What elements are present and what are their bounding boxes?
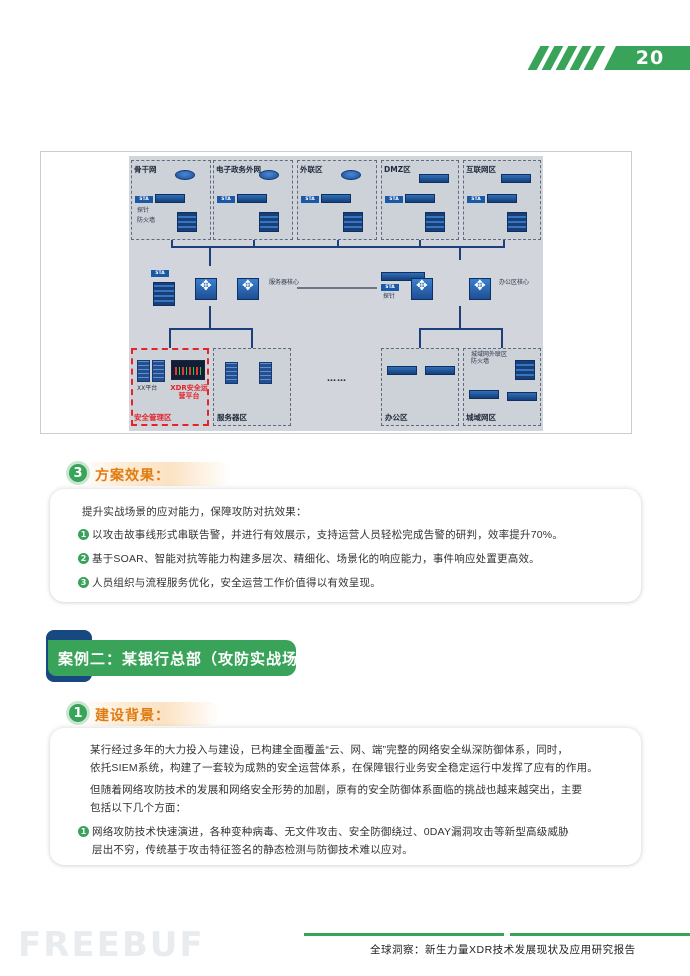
firewall-label: 防火墙	[137, 217, 156, 224]
list-item: 基于SOAR、智能对抗等能力构建多层次、精细化、场景化的响应能力，事件响应处置更…	[92, 553, 540, 565]
router-icon	[341, 170, 361, 180]
server-icon	[225, 362, 238, 384]
list-number-badge: 2	[78, 553, 89, 564]
zone-label-dmz: DMZ区	[384, 165, 411, 174]
zone-label-office: 办公区	[385, 413, 408, 422]
switch-icon	[419, 174, 449, 183]
ellipsis: ……	[327, 374, 347, 384]
switch-icon	[487, 194, 517, 203]
switch-icon	[155, 194, 185, 203]
core-switch-icon	[411, 278, 433, 300]
background-para-line: 某行经过多年的大力投入与建设，已构建全面覆盖“云、网、端”完整的网络安全纵深防御…	[90, 744, 569, 756]
firewall-icon	[343, 212, 363, 232]
probe-label: 探针	[383, 293, 396, 300]
switch-icon	[405, 194, 435, 203]
sta-probe-icon: STA	[135, 196, 153, 203]
background-card	[50, 728, 641, 865]
list-number-badge: 3	[78, 577, 89, 588]
server-icon	[259, 362, 272, 384]
results-card	[50, 489, 641, 602]
core-switch-icon	[195, 278, 217, 300]
sta-probe-icon: STA	[385, 196, 403, 203]
footer-rule	[304, 933, 504, 936]
sta-probe-icon: STA	[467, 196, 485, 203]
report-title: 全球洞察：新生力量XDR技术发展现状及应用研究报告	[370, 944, 636, 956]
metro-firewall-label: 城域网外联区防火墙	[471, 351, 508, 365]
sta-probe-icon: STA	[217, 196, 235, 203]
zone-office	[381, 348, 459, 426]
core-link-line	[297, 287, 377, 289]
server-core-label: 服务器核心	[269, 279, 300, 286]
firewall-icon	[177, 212, 197, 232]
router-icon	[259, 170, 279, 180]
list-item: 以攻击故事线形式串联告警，并进行有效展示，支持运营人员轻松完成告警的研判，效率提…	[92, 529, 564, 541]
monitor-icon	[171, 360, 205, 380]
switch-icon	[425, 366, 455, 375]
list-number-badge: 1	[78, 826, 89, 837]
core-switch-icon	[469, 278, 491, 300]
case-title: 案例二：某银行总部（攻防实战场景）	[48, 640, 329, 676]
probe-label: 探针	[137, 207, 150, 214]
header-stripes	[527, 46, 610, 70]
server-icon	[152, 360, 165, 382]
section-number-badge: 3	[66, 461, 90, 485]
firewall-icon	[515, 360, 535, 380]
list-item: 人员组织与流程服务优化，安全运营工作价值得以有效呈现。	[92, 577, 381, 589]
router-icon	[175, 170, 195, 180]
firewall-icon	[507, 212, 527, 232]
section-title-band	[80, 702, 220, 726]
list-number-badge: 1	[78, 529, 89, 540]
background-para-line: 包括以下几个方面：	[90, 802, 187, 814]
footer-rule	[510, 933, 690, 936]
background-para-line: 但随着网络攻防技术的发展和网络安全形势的加剧，原有的安全防御体系面临的挑战也越来…	[90, 784, 583, 796]
list-item-line: 网络攻防技术快速演进，各种变种病毒、无文件攻击、安全防御绕过、0DAY漏洞攻击等…	[92, 826, 569, 838]
zone-label-server: 服务器区	[217, 413, 247, 422]
xdr-platform-label: XDR安全运营平台	[170, 384, 208, 400]
sta-probe-icon: STA	[301, 196, 319, 203]
sta-probe-icon: STA	[151, 270, 169, 277]
section-title: 方案效果：	[95, 467, 170, 483]
firewall-icon	[425, 212, 445, 232]
section-number-badge: 1	[66, 701, 90, 725]
zone-label-backbone: 骨干网	[134, 165, 157, 174]
zone-label-extranet: 外联区	[300, 165, 323, 174]
switch-icon	[469, 390, 499, 399]
switch-icon	[321, 194, 351, 203]
section-title: 建设背景：	[95, 707, 170, 723]
switch-icon	[381, 272, 425, 281]
freebuf-watermark: FREEBUF	[18, 925, 205, 965]
firewall-icon	[153, 282, 175, 306]
network-diagram: 骨干网 电子政务外网 外联区 DMZ区 互联网区 STA STA STA STA…	[129, 156, 543, 431]
results-intro: 提升实战场景的应对能力，保障攻防对抗效果：	[82, 506, 307, 518]
switch-icon	[387, 366, 417, 375]
firewall-icon	[259, 212, 279, 232]
zone-label-metro: 城域网区	[466, 413, 496, 422]
xx-platform-label: XX平台	[137, 385, 158, 392]
zone-label-internet: 互联网区	[466, 165, 496, 174]
zone-label-egov: 电子政务外网	[216, 165, 261, 174]
zone-label-security-mgmt: 安全管理区	[134, 413, 172, 422]
switch-icon	[501, 174, 531, 183]
zone-server	[213, 348, 291, 426]
office-core-label: 办公区核心	[499, 279, 530, 286]
server-icon	[137, 360, 150, 382]
section-title-band	[80, 462, 230, 486]
background-para-line: 依托SIEM系统，构建了一套较为成熟的安全运营体系，在保障银行业务安全稳定运行中…	[90, 762, 598, 774]
switch-icon	[507, 392, 537, 401]
list-item-line: 层出不穷，传统基于攻击特征签名的静态检测与防御技术难以应对。	[92, 844, 413, 856]
switch-icon	[237, 194, 267, 203]
sta-probe-icon: STA	[381, 284, 399, 291]
page-number: 20	[604, 46, 690, 70]
core-switch-icon	[237, 278, 259, 300]
